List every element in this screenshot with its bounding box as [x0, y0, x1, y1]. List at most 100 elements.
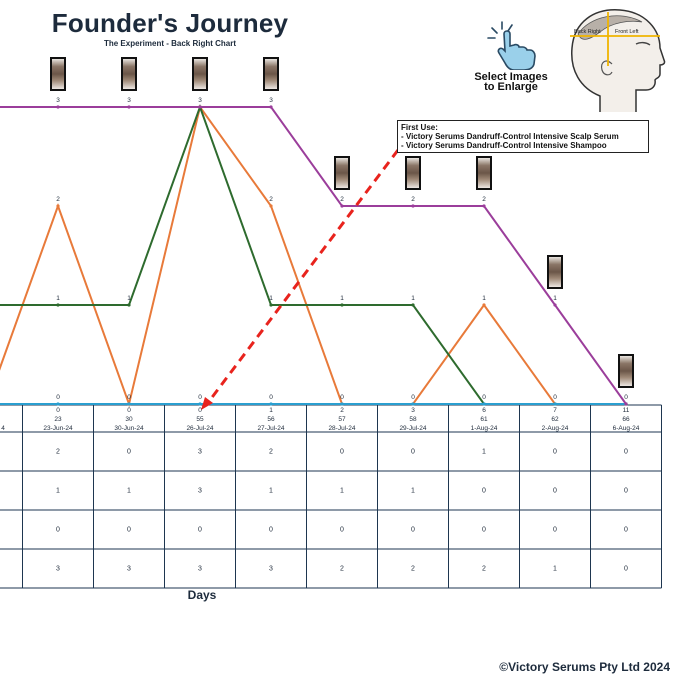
scalp-thumbnail-2[interactable]	[121, 57, 137, 91]
data-label-0-1: 2	[56, 196, 60, 203]
data-label-3-1: 3	[56, 97, 60, 104]
scalp-thumbnail-4[interactable]	[263, 57, 279, 91]
day-label-fragment: 4	[1, 425, 5, 432]
date-label-8: 2-Aug-24	[542, 425, 569, 432]
series-point-3-8	[553, 303, 557, 307]
table-cell-0-5: 0	[340, 449, 344, 456]
data-label-0-4: 2	[269, 196, 273, 203]
data-label-3-4: 3	[269, 97, 273, 104]
series-point-2-3	[198, 402, 202, 406]
table-cell-1-8: 0	[553, 488, 557, 495]
first-use-annotation: First Use: - Victory Serums Dandruff-Con…	[397, 120, 649, 153]
table-cell-2-3: 0	[198, 527, 202, 534]
data-label-0-2: 0	[127, 394, 131, 401]
table-cell-0-7: 1	[482, 449, 486, 456]
data-label-0-9: 0	[624, 394, 628, 401]
page-subtitle: The Experiment - Back Right Chart	[103, 39, 237, 48]
scalp-thumbnail-3[interactable]	[192, 57, 208, 91]
page-title: Founder's Journey	[51, 8, 289, 38]
series-point-2-7	[482, 402, 486, 406]
table-cell-0-9: 0	[624, 449, 628, 456]
top-label-5: 2	[340, 407, 344, 414]
series-point-2-6	[411, 402, 415, 406]
data-label-1-1: 1	[56, 295, 60, 302]
series-point-3-9	[624, 402, 628, 406]
series-point-0-4	[269, 204, 273, 208]
series-point-3-7	[482, 204, 486, 208]
data-label-0-3: 3	[198, 97, 202, 104]
series-point-2-2	[127, 402, 131, 406]
date-label-5: 28-Jul-24	[328, 425, 355, 432]
date-label-4: 27-Jul-24	[257, 425, 284, 432]
scalp-thumbnail-7[interactable]	[476, 156, 492, 190]
series-lines	[0, 104, 628, 408]
scalp-thumbnail-8[interactable]	[547, 255, 563, 289]
series-point-2-8	[553, 402, 557, 406]
series-point-3-5	[340, 204, 344, 208]
data-label-0-7: 1	[482, 295, 486, 302]
data-label-3-5: 2	[340, 196, 344, 203]
scalp-thumbnail-6[interactable]	[405, 156, 421, 190]
day-label-3: 55	[196, 416, 204, 423]
table-cell-2-9: 0	[624, 527, 628, 534]
table-cell-1-4: 1	[269, 488, 273, 495]
data-label-0-6: 0	[411, 394, 415, 401]
table-cell-0-2: 0	[127, 449, 131, 456]
scalp-thumbnail-1[interactable]	[50, 57, 66, 91]
day-label-2: 30	[125, 416, 133, 423]
first-use-arrow	[205, 149, 400, 405]
table-cell-3-4: 3	[269, 566, 273, 573]
table-cell-0-1: 2	[56, 449, 60, 456]
top-label-4: 1	[269, 407, 273, 414]
series-point-3-2	[127, 105, 131, 109]
date-label-9: 6-Aug-24	[613, 425, 640, 432]
table-cell-3-9: 0	[624, 566, 628, 573]
series-point-3-1	[56, 105, 60, 109]
table-cell-3-5: 2	[340, 566, 344, 573]
top-label-8: 7	[553, 407, 557, 414]
head-diagram-icon: Back Right Front Left	[570, 9, 666, 112]
data-label-3-2: 3	[127, 97, 131, 104]
table-cell-0-3: 3	[198, 449, 202, 456]
table-cell-1-6: 1	[411, 488, 415, 495]
table-cell-3-2: 3	[127, 566, 131, 573]
series-point-2-4	[269, 402, 273, 406]
top-label-9: 11	[623, 407, 630, 414]
day-label-1: 23	[54, 416, 62, 423]
day-label-5: 57	[338, 416, 346, 423]
scalp-thumbnail-5[interactable]	[334, 156, 350, 190]
data-label-2-3: 0	[198, 394, 202, 401]
table-cell-1-1: 1	[56, 488, 60, 495]
series-point-1-4	[269, 303, 273, 307]
data-label-1-6: 1	[411, 295, 415, 302]
table-cell-0-4: 2	[269, 449, 273, 456]
data-label-1-2: 1	[127, 295, 131, 302]
first-use-arrowhead	[201, 397, 213, 410]
table-cell-2-5: 0	[340, 527, 344, 534]
copyright-notice: ©Victory Serums Pty Ltd 2024	[499, 660, 670, 674]
first-use-line-2: - Victory Serums Dandruff-Control Intens…	[401, 141, 607, 150]
table-cell-2-4: 0	[269, 527, 273, 534]
day-label-6: 58	[409, 416, 417, 423]
table-cell-1-2: 1	[127, 488, 131, 495]
data-label-0-8: 0	[553, 394, 557, 401]
table-cell-2-6: 0	[411, 527, 415, 534]
date-label-3: 26-Jul-24	[186, 425, 213, 432]
data-label-3-7: 2	[482, 196, 486, 203]
select-images-hint: Select Images to Enlarge	[474, 71, 548, 93]
day-label-4: 56	[267, 416, 275, 423]
scalp-thumbnail-9[interactable]	[618, 354, 634, 388]
top-label-2: 0	[127, 407, 131, 414]
series-point-2-5	[340, 402, 344, 406]
table-cell-3-6: 2	[411, 566, 415, 573]
table-cell-2-2: 0	[127, 527, 131, 534]
pointing-hand-icon	[487, 21, 536, 70]
day-label-9: 66	[622, 416, 630, 423]
series-point-1-2	[127, 303, 131, 307]
table-cell-2-7: 0	[482, 527, 486, 534]
x-axis-title: Days	[187, 588, 217, 602]
data-label-1-4: 1	[269, 295, 273, 302]
series-point-3-3	[198, 105, 202, 109]
